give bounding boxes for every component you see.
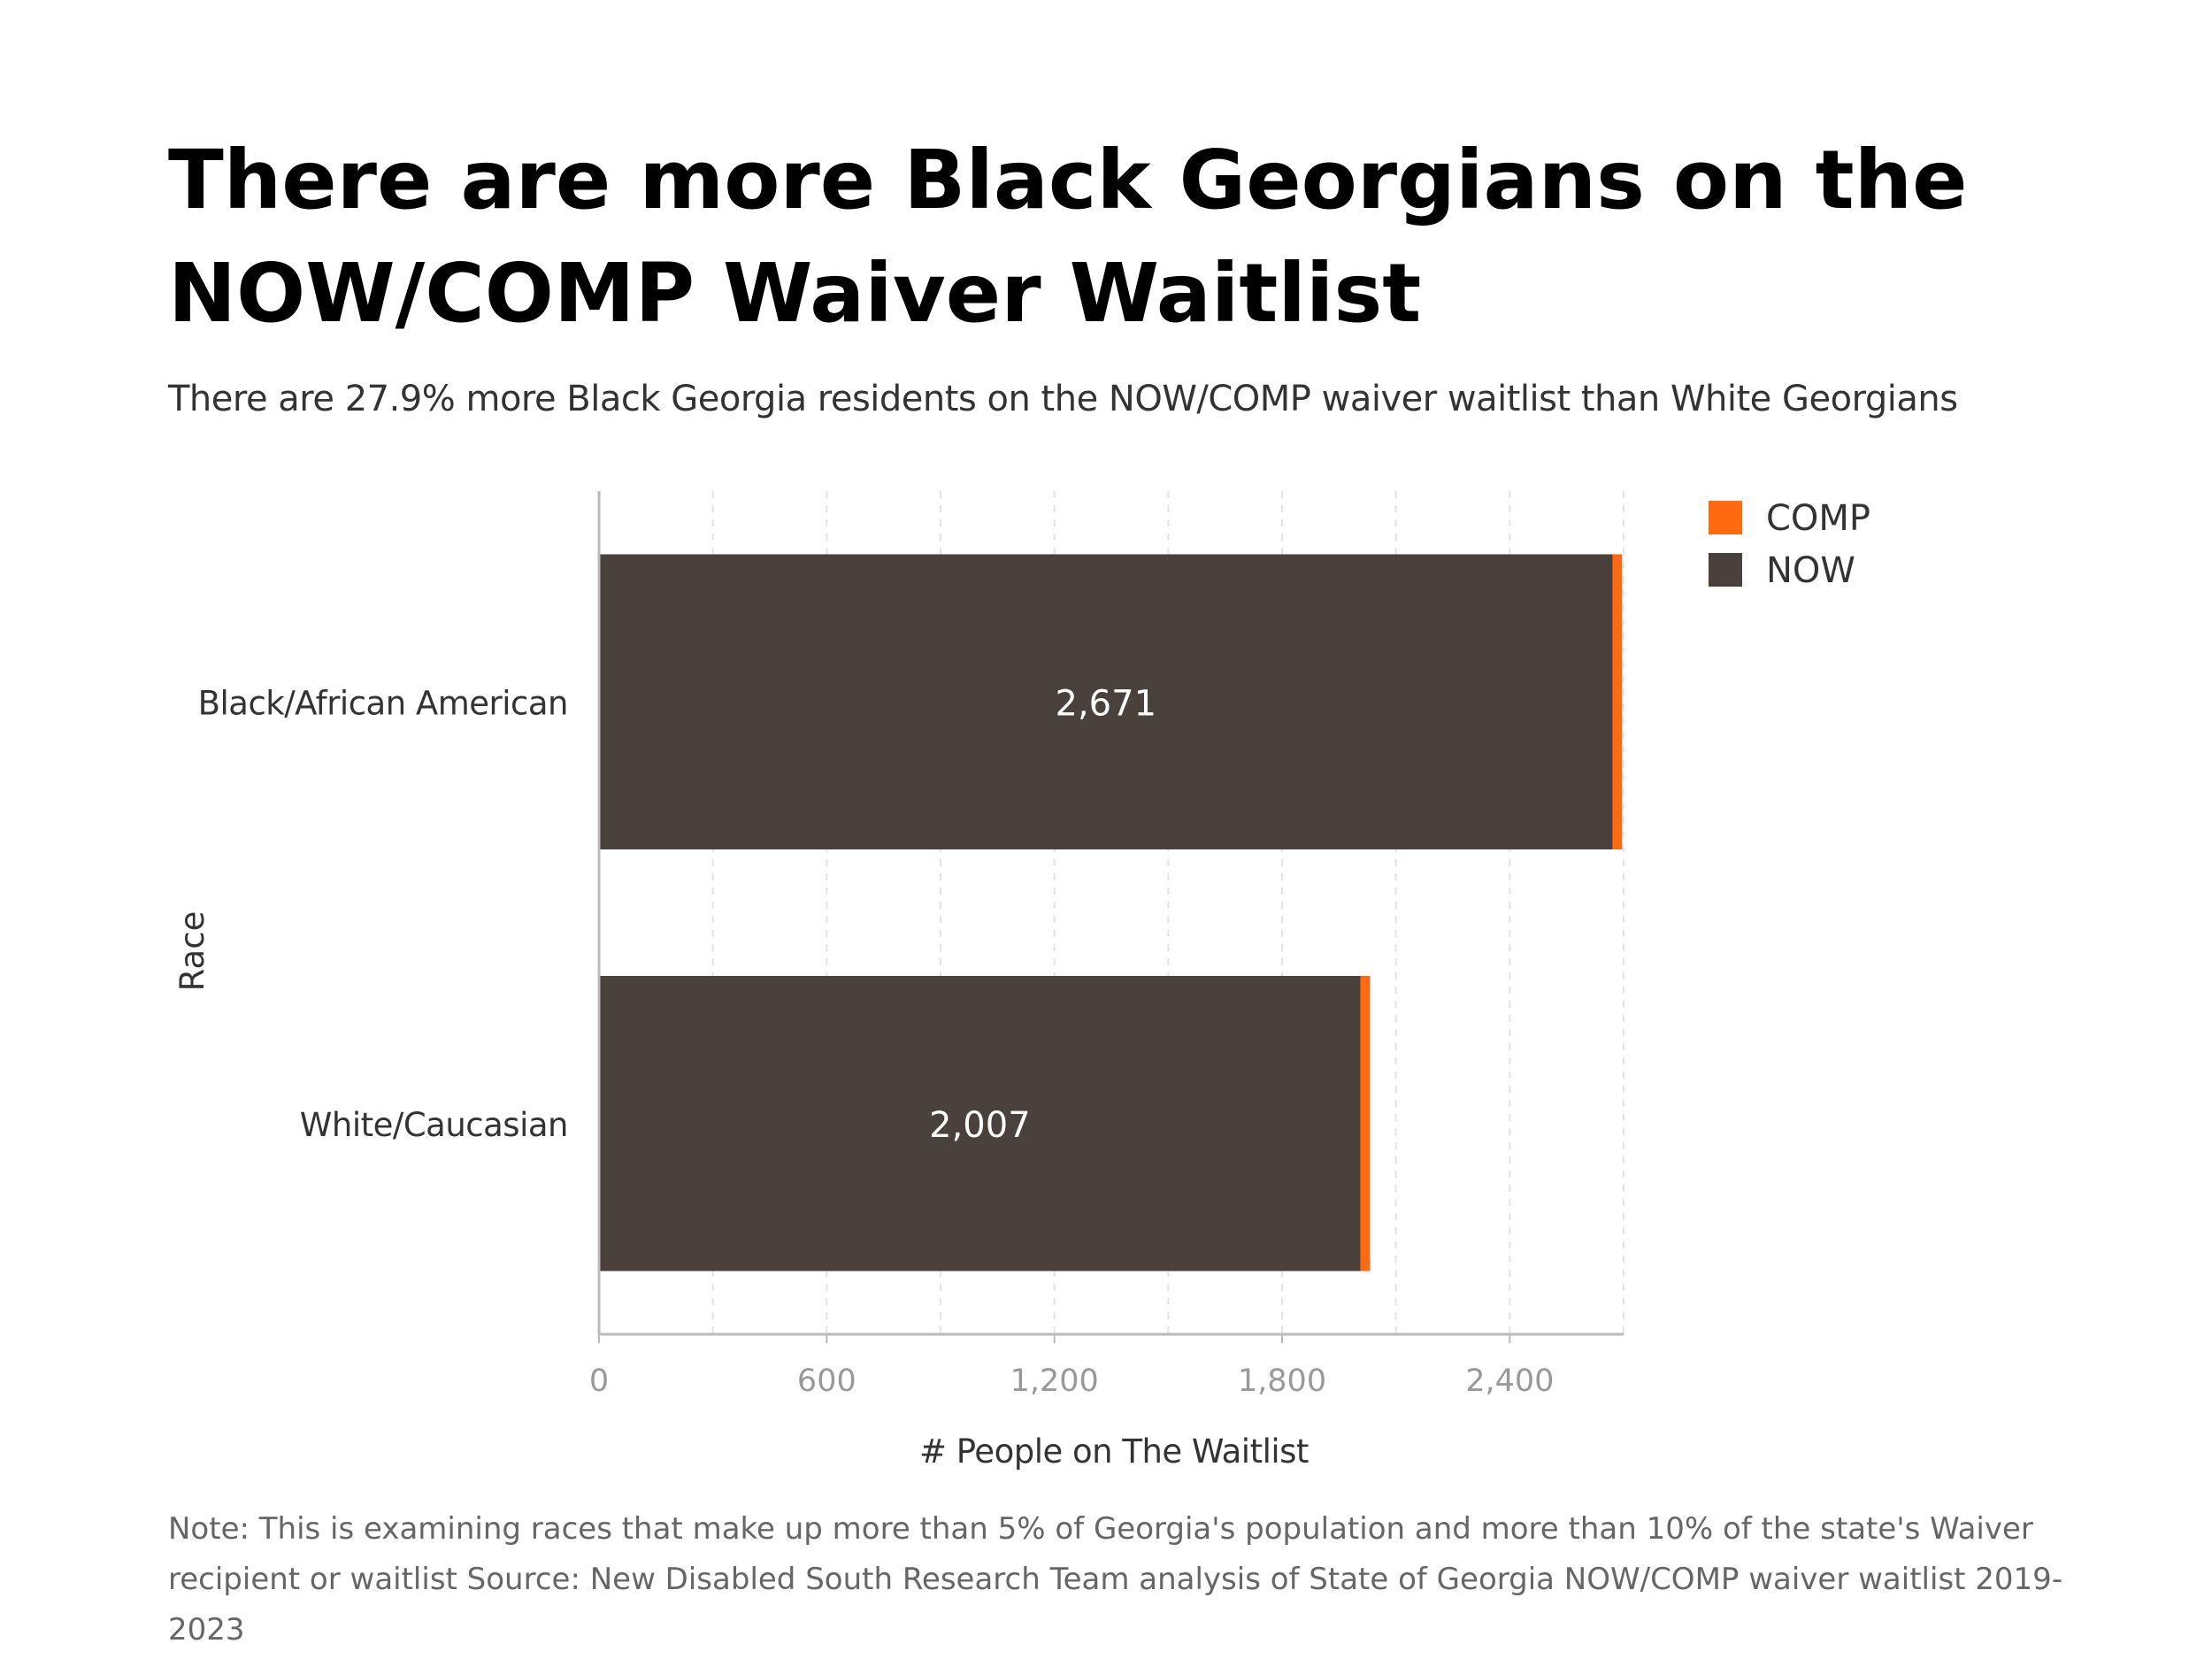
bar-comp bbox=[1360, 975, 1371, 1271]
bars: 2,671 2,007 bbox=[599, 554, 1623, 1271]
x-tick-label: 1,800 bbox=[1238, 1363, 1326, 1399]
x-axis-title: # People on The Waitlist bbox=[919, 1432, 1309, 1471]
x-tick-label: 2,400 bbox=[1465, 1363, 1554, 1399]
data-label: 2,671 bbox=[1056, 683, 1157, 724]
category-label: White/Caucasian bbox=[300, 1106, 568, 1144]
legend-swatch-comp bbox=[1709, 501, 1742, 534]
chart-title: There are more Black Georgians on the NO… bbox=[168, 133, 1968, 341]
legend: COMP NOW bbox=[1709, 498, 1870, 591]
category-label: Black/African American bbox=[198, 684, 568, 722]
footnote: Note: This is examining races that make … bbox=[168, 1511, 2063, 1647]
bar-now bbox=[599, 554, 1613, 850]
y-axis-title: Race bbox=[173, 911, 211, 992]
chart-subtitle: There are 27.9% more Black Georgia resid… bbox=[168, 379, 1958, 419]
legend-label-comp: COMP bbox=[1766, 498, 1870, 539]
x-tick-label: 0 bbox=[589, 1363, 609, 1399]
bar-chart: 2,671 2,007 Black/African AmericanWhite/C… bbox=[173, 491, 1870, 1471]
bar-comp bbox=[1612, 554, 1623, 850]
data-label: 2,007 bbox=[929, 1105, 1031, 1146]
x-tick-label: 600 bbox=[797, 1363, 856, 1399]
legend-swatch-now bbox=[1709, 553, 1742, 587]
bar-now bbox=[599, 975, 1361, 1271]
x-tick-label: 1,200 bbox=[1010, 1363, 1099, 1399]
legend-label-now: NOW bbox=[1766, 550, 1855, 591]
